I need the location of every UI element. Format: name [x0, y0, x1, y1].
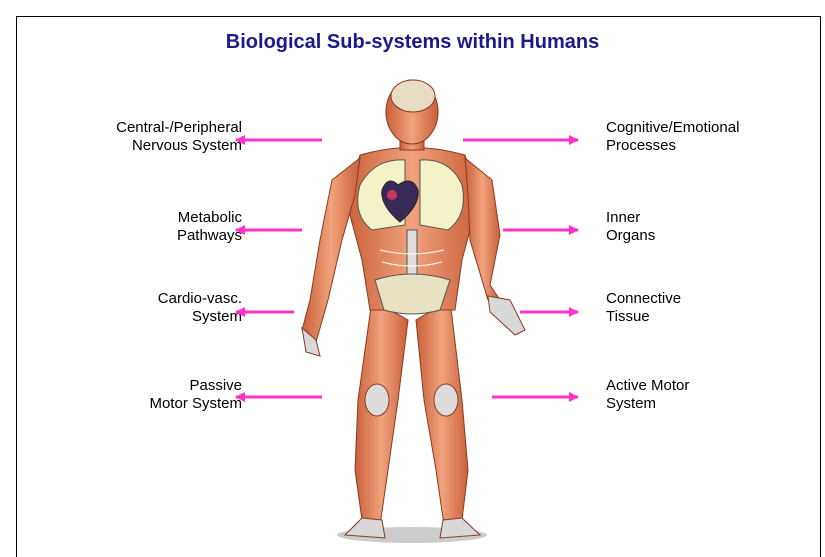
arrows-layer	[0, 0, 825, 557]
